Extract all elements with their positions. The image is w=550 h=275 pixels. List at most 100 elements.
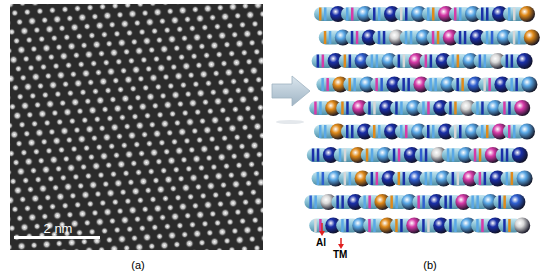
atom-column: [160, 45, 169, 54]
atom-column: [108, 21, 116, 29]
atom-column: [90, 60, 98, 68]
rod-band: [459, 8, 462, 21]
atom-column: [10, 150, 15, 158]
rod-band: [449, 196, 452, 209]
atom-column: [114, 179, 123, 188]
rod-band: [503, 219, 506, 232]
atom-column: [74, 153, 83, 162]
atom-column: [30, 4, 39, 7]
atom-column: [128, 206, 137, 215]
rod-band: [474, 149, 477, 162]
atom-column: [88, 228, 96, 236]
atom-column: [187, 71, 195, 79]
atom-column: [173, 44, 181, 52]
atom-column: [174, 72, 183, 81]
atom-column: [203, 200, 212, 209]
rod-band: [427, 125, 430, 138]
atom-column: [217, 4, 225, 12]
atom-column: [254, 197, 263, 206]
atom-column: [24, 205, 32, 213]
atom-column: [69, 117, 77, 125]
rod-band: [375, 78, 378, 91]
atom-column: [138, 28, 146, 36]
atom-column: [218, 227, 227, 236]
atom-column: [116, 133, 124, 141]
atom-column: [188, 146, 196, 154]
atom-column: [252, 95, 260, 103]
atom-column: [133, 141, 141, 149]
rod-band: [373, 8, 376, 21]
atom-column: [134, 215, 142, 223]
atom-column: [235, 235, 244, 244]
atom-sphere: [521, 77, 537, 93]
atom-column: [193, 229, 202, 238]
atom-column: [181, 231, 189, 239]
atom-sphere: [509, 194, 525, 210]
atom-column: [181, 35, 189, 43]
atom-column: [88, 32, 96, 40]
atom-column: [202, 98, 210, 106]
atom-column: [128, 57, 136, 65]
atom-column: [56, 118, 64, 126]
atom-column: [46, 99, 55, 108]
atom-column: [77, 182, 85, 190]
rod-band: [366, 149, 369, 162]
atom-column: [34, 176, 42, 184]
atom-column: [143, 233, 152, 242]
scale-bar: [14, 236, 100, 239]
atom-column: [260, 160, 263, 168]
atom-column: [141, 206, 149, 214]
rod-band: [425, 149, 428, 162]
atom-column: [79, 89, 87, 97]
rod-band: [376, 55, 379, 68]
rod-band: [368, 219, 371, 232]
atom-column: [69, 192, 77, 200]
rod-band: [317, 149, 320, 162]
rod-band: [324, 31, 327, 44]
atom-column: [11, 206, 19, 214]
atom-column: [156, 111, 164, 119]
rod-band: [449, 219, 452, 232]
atom-column: [13, 111, 22, 120]
atom-column: [149, 196, 157, 204]
rod-band: [506, 55, 509, 68]
atom-column: [212, 191, 220, 199]
atom-column: [109, 48, 118, 57]
rod-band: [405, 125, 408, 138]
atom-column: [181, 109, 189, 117]
atom-column: [164, 223, 172, 231]
rod-band: [457, 55, 460, 68]
atom-column: [217, 200, 225, 208]
atom-column: [36, 7, 44, 15]
atom-column: [27, 186, 35, 194]
atom-column: [106, 236, 114, 244]
rod-band: [464, 31, 467, 44]
atom-column: [110, 244, 119, 250]
atom-column: [242, 77, 250, 85]
atom-column: [148, 243, 156, 251]
atom-column: [260, 234, 263, 243]
atom-column: [221, 87, 230, 96]
atom-column: [249, 114, 257, 122]
atom-column: [126, 104, 134, 112]
atom-column: [189, 25, 197, 33]
atom-column: [85, 125, 94, 134]
rod-band: [400, 8, 403, 21]
atom-column: [138, 150, 146, 158]
atom-column: [59, 248, 68, 250]
atom-column: [153, 204, 162, 213]
atom-column: [106, 115, 114, 123]
atom-column: [91, 209, 99, 217]
atom-column: [85, 172, 93, 180]
atom-column: [250, 189, 258, 197]
atom-column: [129, 85, 137, 93]
atom-column: [244, 105, 252, 113]
rod-band: [324, 8, 327, 21]
atom-column: [115, 58, 123, 66]
atom-column: [239, 21, 247, 29]
atom-column: [242, 198, 250, 206]
atom-column: [56, 4, 65, 5]
atom-sphere: [517, 53, 533, 69]
atom-column: [198, 164, 206, 172]
atom-column: [223, 41, 231, 49]
